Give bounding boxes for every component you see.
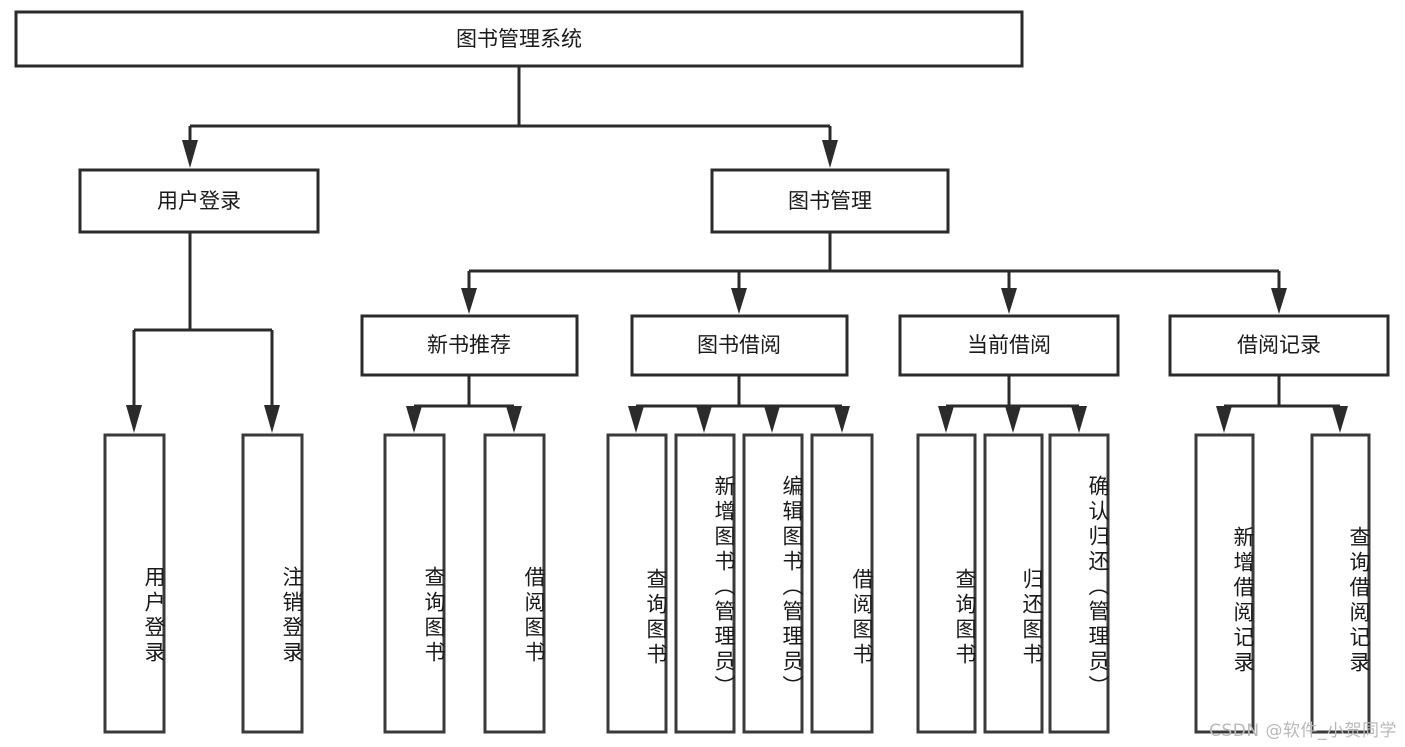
node-current-borrow-box[interactable] [898,314,1120,377]
leaf-box-current-borrow-2[interactable] [1048,433,1110,734]
node-book-manage-box[interactable] [710,168,950,234]
arrow-user-login-leaf2 [264,405,280,433]
node-new-book-recommend-label: 新书推荐 [427,333,511,357]
arrow-book-borrow-leaf3 [764,406,780,433]
node-borrow-record-box[interactable] [1168,314,1390,377]
leaf-box-user-login-0[interactable] [103,433,166,734]
leaf-box-book-borrow-3[interactable] [810,433,874,734]
arrow-to-new-book [461,288,477,314]
arrow-current-borrow-leaf3 [1071,406,1087,433]
node-root-box[interactable] [14,10,1024,68]
leaf-box-borrow-record-0[interactable] [1194,433,1255,734]
arrow-to-book-borrow [731,288,747,314]
arrow-borrow-record-leaf2 [1332,406,1348,433]
node-root-label: 图书管理系统 [456,27,582,51]
node-user-login-label: 用户登录 [157,189,241,213]
node-borrow-record-label: 借阅记录 [1237,333,1321,357]
edge-group [126,66,1348,433]
arrow-to-user-login [182,140,198,168]
leaf-box-book-borrow-0[interactable] [606,433,668,734]
leaf-box-new-book-0[interactable] [383,433,446,734]
leaf-box-borrow-record-1[interactable] [1310,433,1371,734]
arrow-user-login-leaf1 [126,405,142,433]
leaf-box-book-borrow-1[interactable] [674,433,736,734]
arrow-book-borrow-leaf2 [696,406,712,433]
arrow-borrow-record-leaf1 [1216,406,1232,433]
arrow-current-borrow-leaf1 [938,406,954,433]
arrow-new-book-leaf1 [406,406,422,433]
node-book-borrow-label: 图书借阅 [697,333,781,357]
leaf-box-current-borrow-0[interactable] [916,433,977,734]
arrow-to-book-manage [822,140,838,168]
arrow-book-borrow-leaf1 [628,406,644,433]
node-book-borrow-box[interactable] [630,314,849,377]
watermark-text: CSDN @软件_小贺同学 [1209,721,1397,741]
arrow-to-current-borrow [1001,288,1017,314]
arrow-book-borrow-leaf4 [834,406,850,433]
node-new-book-recommend-box[interactable] [360,314,579,377]
leaf-box-current-borrow-1[interactable] [983,433,1044,734]
leaf-box-user-login-1[interactable] [241,433,304,734]
arrow-current-borrow-leaf2 [1005,406,1021,433]
arrow-to-borrow-record [1271,288,1287,314]
node-current-borrow-label: 当前借阅 [967,333,1051,357]
leaf-box-book-borrow-2[interactable] [742,433,804,734]
node-user-login-box[interactable] [78,168,320,234]
node-book-manage-label: 图书管理 [788,189,872,213]
arrow-new-book-leaf2 [506,406,522,433]
leaf-box-new-book-1[interactable] [483,433,546,734]
